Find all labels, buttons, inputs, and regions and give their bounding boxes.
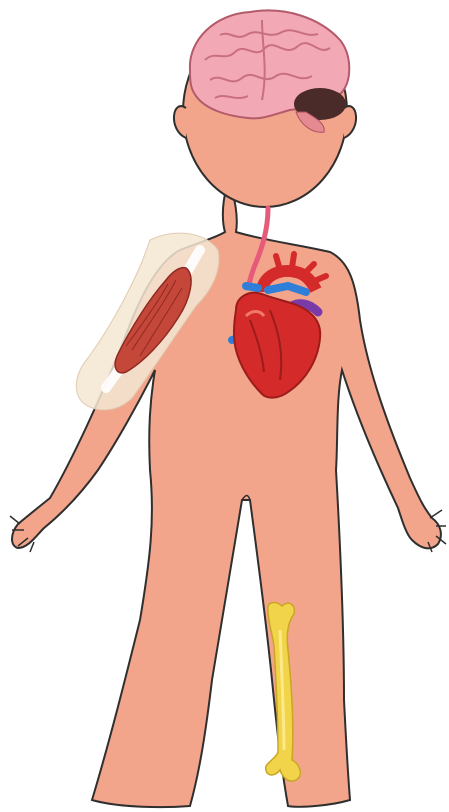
left-ear (174, 106, 186, 138)
body-outline (12, 190, 441, 807)
right-ear (344, 106, 356, 138)
body-silhouette (10, 17, 446, 807)
